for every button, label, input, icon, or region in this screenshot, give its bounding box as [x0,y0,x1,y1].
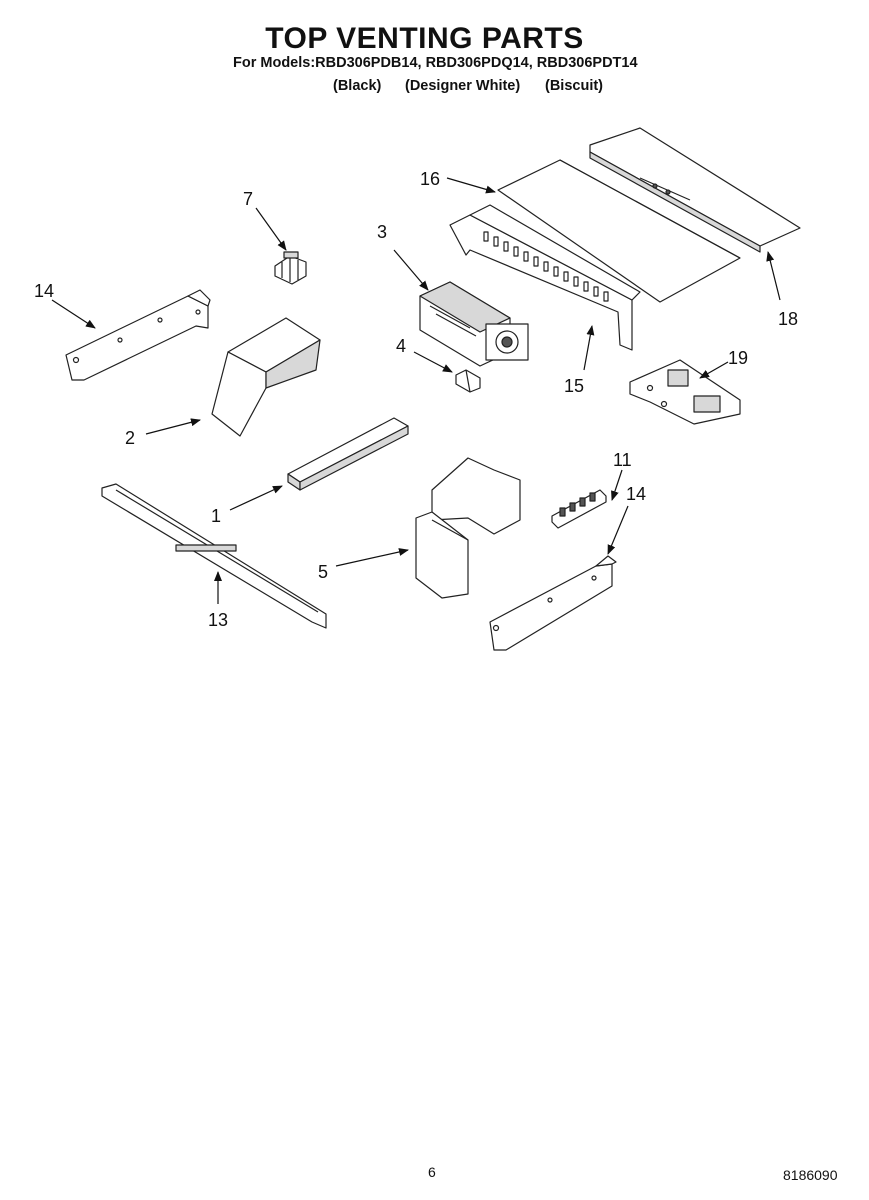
leader-18 [766,251,781,301]
part-1-strip [287,417,409,491]
leader-15 [583,325,595,371]
part-5-shroud [415,457,521,599]
part-3-blower-motor [419,281,529,367]
callout-2: 2 [125,428,135,448]
document-number: 8186090 [783,1167,838,1183]
leader-14-right [607,505,629,555]
part-16-deflector [497,159,741,303]
leader-7 [255,207,287,251]
callout-14-right: 14 [626,484,646,504]
callout-14-left: 14 [34,281,54,301]
leader-5 [335,548,409,567]
part-15-perforated-channel [449,204,641,351]
leader-3 [393,249,429,291]
perforation-slots [483,231,609,302]
callout-1: 1 [211,506,221,526]
leader-4 [413,351,453,373]
part-7-connector [274,251,307,285]
callout-7: 7 [243,189,253,209]
callout-16: 16 [420,169,440,189]
callout-5: 5 [318,562,328,582]
variant-black: (Black) [333,78,382,94]
callout-11: 11 [613,450,632,470]
callout-4: 4 [396,336,406,356]
leader-1 [229,485,283,511]
callout-3: 3 [377,222,387,242]
leader-14-left [51,299,96,329]
part-11-terminal-strip [551,489,607,529]
leader-2 [145,418,201,435]
callout-18: 18 [778,309,798,329]
models-line: For Models:RBD306PDB14, RBD306PDQ14, RBD… [233,55,638,71]
part-2-duct [211,317,321,437]
part-18-top-panel [589,127,801,253]
leader-16 [446,177,496,194]
callout-13: 13 [208,610,228,630]
part-19-terminal-bracket [629,359,741,425]
leader-19 [699,361,729,379]
callout-15: 15 [564,376,584,396]
part-4-block [455,369,481,393]
page-number: 6 [428,1164,436,1180]
callout-19: 19 [728,348,748,368]
leader-11 [611,469,623,501]
part-14-left-bracket [65,289,211,381]
variant-designer-white: (Designer White) [405,78,521,94]
variant-biscuit: (Biscuit) [545,78,603,94]
page-title: TOP VENTING PARTS [265,22,584,55]
part-14-right-bracket [489,555,617,651]
part-13-rail [101,483,327,629]
